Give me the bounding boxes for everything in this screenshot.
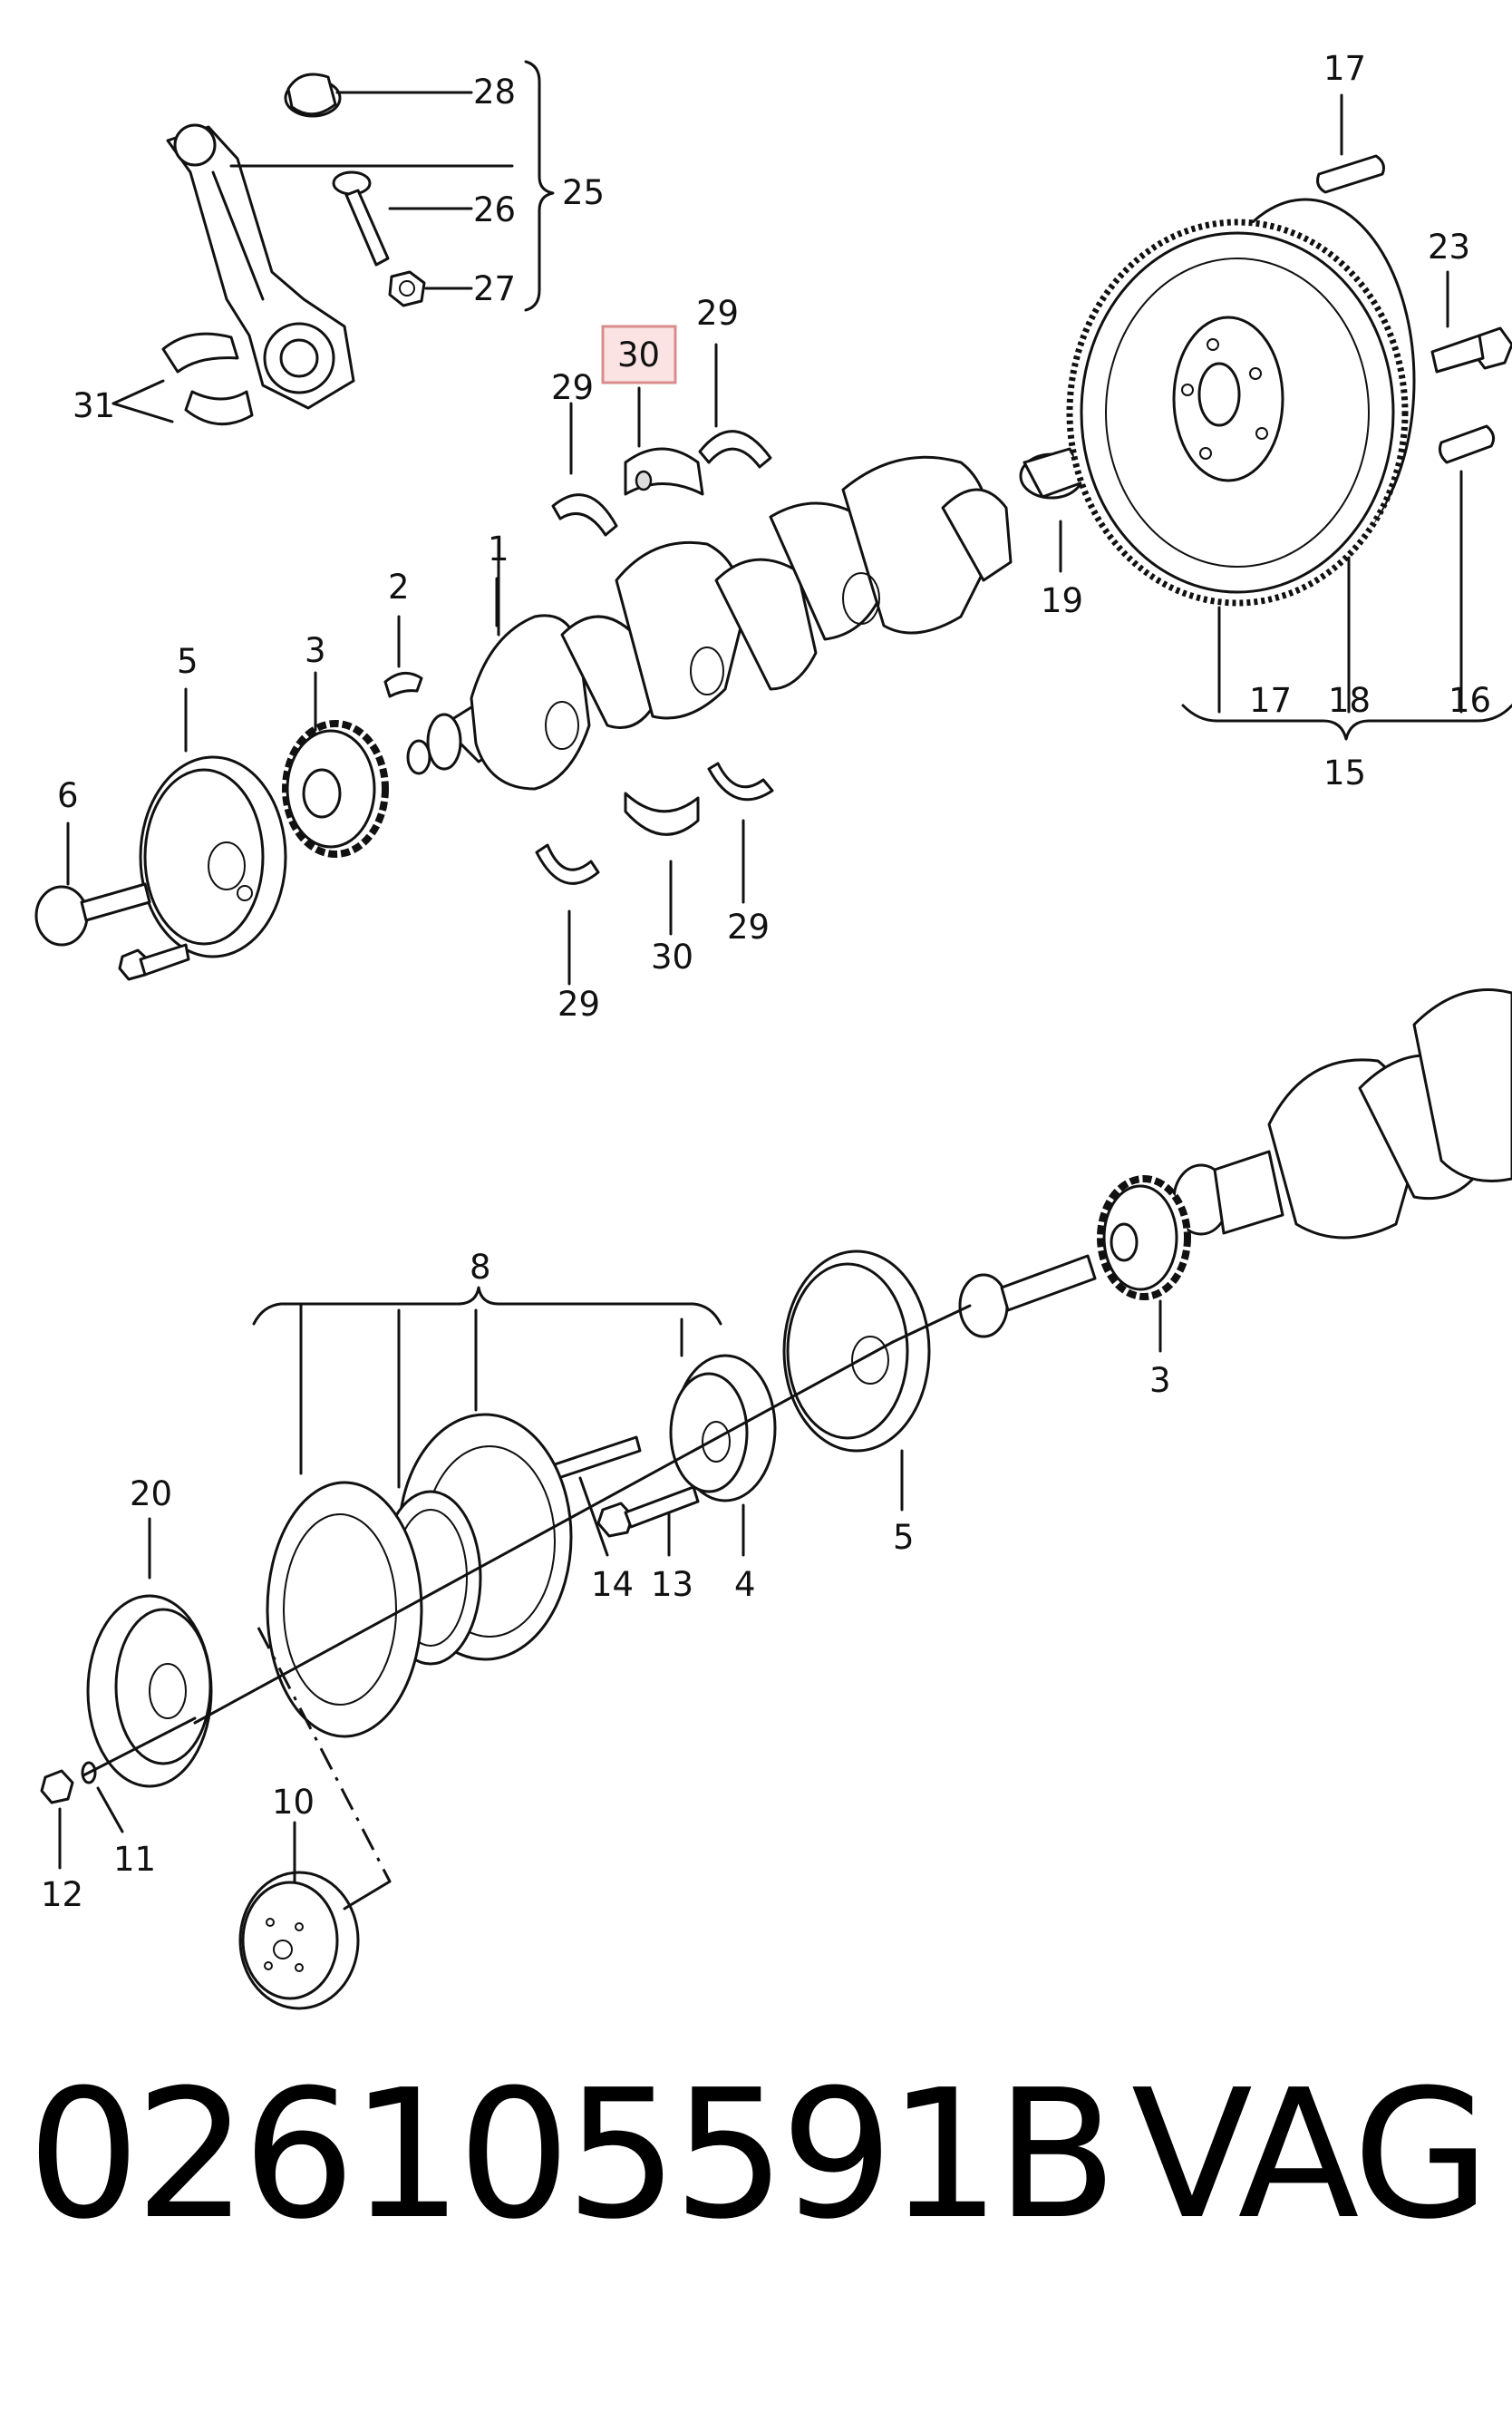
label-10: 10	[272, 1783, 315, 1822]
label-13: 13	[651, 1565, 693, 1604]
label-25: 25	[562, 173, 605, 212]
bracket-15	[1181, 704, 1512, 741]
bracket-8	[252, 1286, 722, 1326]
nut-12	[40, 1769, 74, 1870]
label-29-b: 29	[696, 294, 739, 333]
label-29-a: 29	[551, 368, 594, 407]
bolt-26	[332, 170, 390, 267]
bracket-25	[524, 60, 555, 312]
label-30-b: 30	[651, 938, 693, 977]
main-bearing-upper	[624, 386, 704, 496]
nut-27	[388, 270, 426, 307]
label-3-b: 3	[1149, 1361, 1171, 1400]
brand-name: VAG	[1130, 2052, 1490, 2259]
label-17-b: 17	[1249, 681, 1292, 720]
bolt-6	[34, 822, 190, 981]
label-1: 1	[488, 530, 509, 569]
label-19: 19	[1041, 581, 1083, 620]
label-5-a: 5	[177, 642, 199, 681]
thrust-washers-lower	[535, 762, 774, 986]
thrust-washers-upper	[551, 343, 772, 537]
assembly-axis-lines	[82, 1304, 972, 1911]
label-2: 2	[388, 568, 410, 607]
pulley-10	[238, 1821, 360, 2010]
part-number: 026105591B	[27, 2052, 1118, 2259]
flywheel	[1066, 198, 1416, 714]
label-12: 12	[41, 1875, 83, 1914]
label-8: 8	[470, 1248, 491, 1287]
callout-labels: 28 25 26 27 31 29 30 29 17 23 19 1 2 5 3…	[41, 49, 1491, 1914]
part-caption: 026105591B VAG	[27, 2051, 1490, 2260]
leaders-8	[299, 1304, 683, 1489]
label-23: 23	[1428, 228, 1470, 267]
pulley-20	[86, 1517, 213, 1788]
bushing-28	[284, 73, 342, 118]
label-27: 27	[473, 269, 516, 308]
damper-rings	[266, 1413, 573, 1738]
pulley-bottom	[782, 1249, 931, 1512]
vibration-damper-hub	[669, 1354, 777, 1557]
center-bolt	[958, 1254, 1097, 1338]
dowel-pin-16	[1439, 424, 1496, 714]
label-28: 28	[473, 73, 516, 112]
label-31: 31	[73, 386, 115, 425]
label-17-a: 17	[1323, 49, 1366, 88]
main-bearing-lower	[624, 792, 700, 936]
label-20: 20	[130, 1474, 172, 1513]
connecting-rod	[166, 123, 355, 410]
timing-sprocket-bottom	[1097, 1175, 1191, 1353]
label-14: 14	[591, 1565, 634, 1604]
label-15: 15	[1323, 754, 1366, 792]
bolt-23	[1430, 270, 1512, 374]
label-11: 11	[113, 1840, 156, 1879]
label-16: 16	[1449, 681, 1491, 720]
label-29-d: 29	[557, 985, 600, 1024]
label-26: 26	[473, 190, 516, 229]
label-6: 6	[57, 776, 79, 815]
pulley-top	[139, 687, 287, 958]
label-4: 4	[734, 1565, 756, 1604]
woodruff-key	[383, 615, 423, 698]
label-29-c: 29	[727, 908, 770, 947]
dowel-pin-17	[1316, 93, 1385, 194]
bearing-shells-31	[161, 332, 254, 426]
label-5-b: 5	[893, 1518, 915, 1557]
highlight-box	[601, 325, 677, 384]
crankshaft	[406, 455, 1013, 791]
crankshaft-bottom	[1172, 988, 1512, 1240]
label-18: 18	[1328, 681, 1371, 720]
timing-sprocket-top	[282, 671, 389, 858]
bolts-13-14	[553, 1435, 700, 1557]
label-30-a[interactable]: 30	[617, 335, 660, 374]
leaders-rod	[111, 91, 514, 423]
label-3-a: 3	[305, 631, 326, 670]
